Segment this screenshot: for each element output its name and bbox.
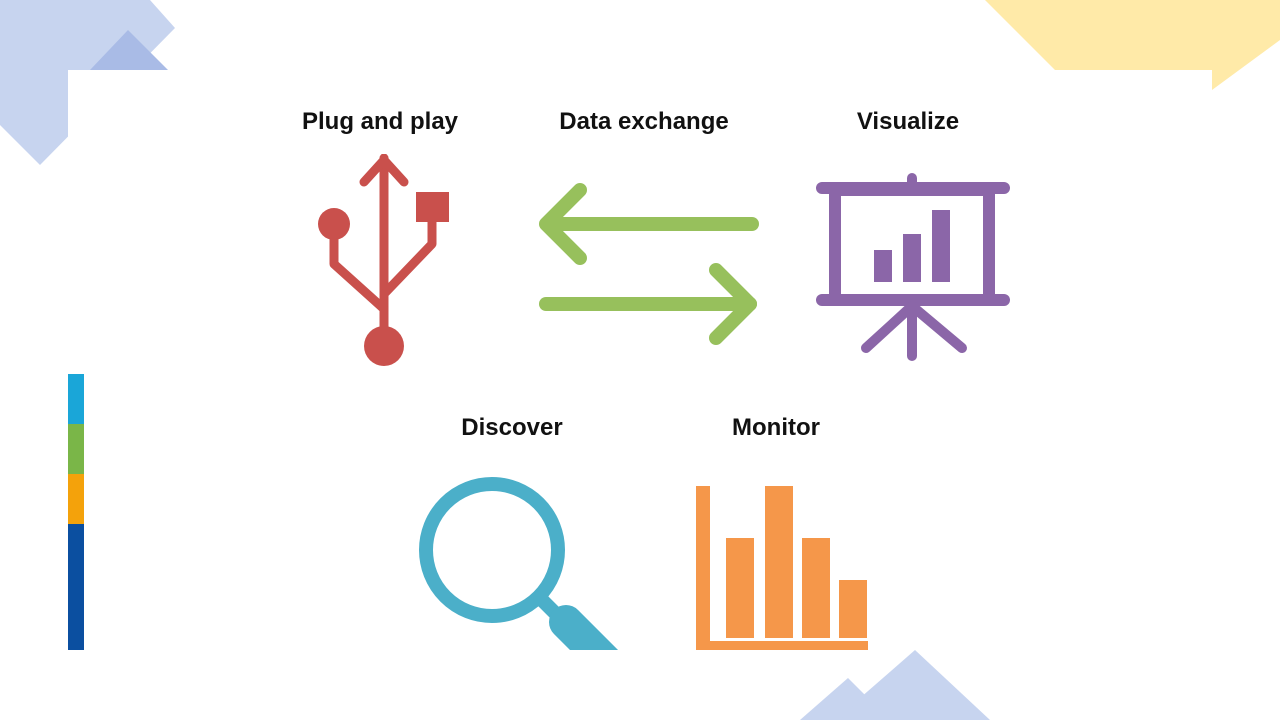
side-bar-segment xyxy=(68,524,84,650)
side-bar-segment xyxy=(68,474,84,524)
usb-icon xyxy=(318,154,449,366)
label-plug-and-play: Plug and play xyxy=(301,108,459,135)
decor-shape-top-right xyxy=(985,0,1280,90)
bar-chart-icon xyxy=(696,486,868,650)
presentation-board-icon xyxy=(816,173,1010,361)
label-visualize: Visualize xyxy=(856,108,960,135)
exchange-arrows-icon xyxy=(539,183,759,345)
decor-shape-bottom-right xyxy=(840,650,990,720)
label-monitor: Monitor xyxy=(732,414,820,441)
diagram-panel: Plug and play Data exchange Visualize Di… xyxy=(68,70,1212,650)
label-discover: Discover xyxy=(461,414,563,441)
decor-shape-top-left-inner xyxy=(90,30,168,70)
magnifier-icon xyxy=(419,477,619,650)
side-color-bar xyxy=(68,374,84,650)
label-data-exchange: Data exchange xyxy=(559,108,729,135)
side-bar-segment xyxy=(68,424,84,474)
side-bar-segment xyxy=(68,374,84,424)
